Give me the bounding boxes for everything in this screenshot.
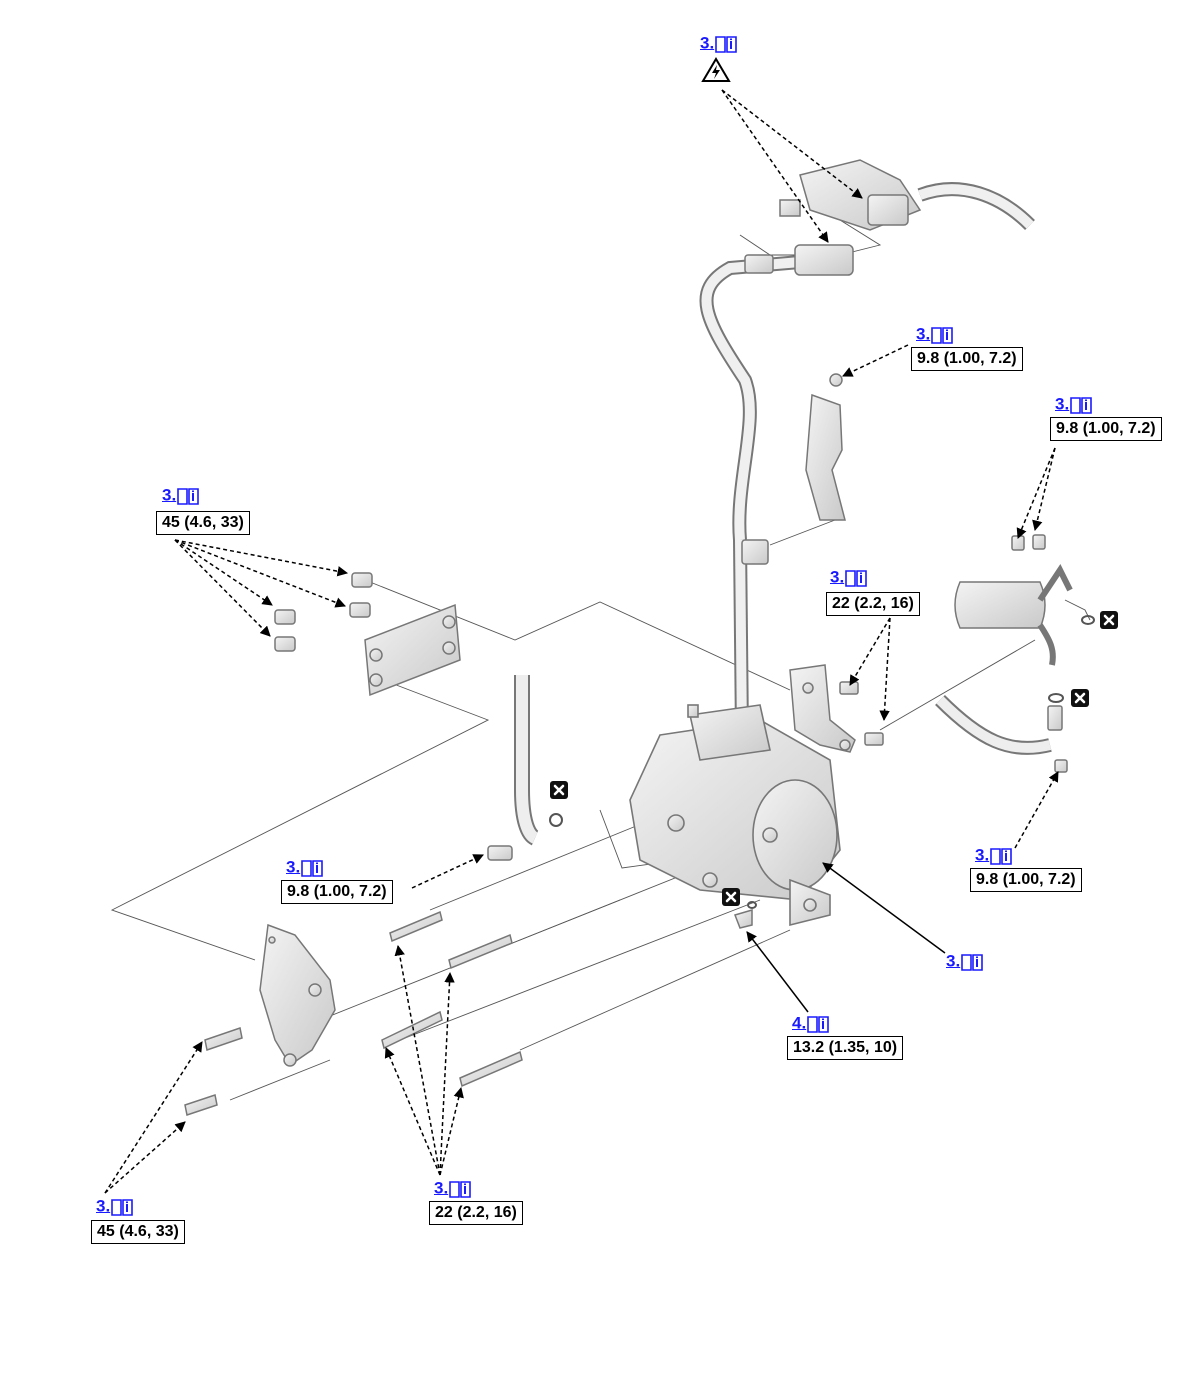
book-info-icon [845, 569, 867, 587]
hose-bolt-left-callout: 3. [286, 858, 323, 877]
compressor-bracket [789, 664, 856, 753]
hose-bolt-left-ref-link[interactable]: 3. [286, 858, 323, 877]
receiver-pipe-assembly [954, 534, 1073, 773]
mount-bolts-upper-left [274, 572, 373, 652]
long-bolts-bottom-ref-link[interactable]: 3. [434, 1179, 471, 1198]
warning-ref-link[interactable]: 3. [700, 34, 737, 53]
mount-bolts-lower-left-ref-number: 3. [96, 1196, 111, 1216]
mount-bolts-lower-left-callout: 3. [96, 1197, 133, 1216]
leader-lines [104, 89, 1059, 1194]
cable-bracket [805, 373, 846, 521]
bracket-bolts-mid-callout: 3. [830, 568, 867, 587]
cable-clamp [741, 539, 769, 565]
bracket-bolts-mid [839, 681, 884, 746]
book-info-icon [301, 859, 323, 877]
mount-bolts-lower-left [184, 1027, 243, 1116]
pipe-bolts-right-torque: 9.8 (1.00, 7.2) [1050, 417, 1162, 441]
mount-bolts-upper-left-torque: 45 (4.6, 33) [156, 511, 250, 535]
replace-part-icon [1100, 611, 1118, 629]
bracket-bolts-mid-ref-number: 3. [830, 567, 845, 587]
warning-callout: 3. [700, 34, 737, 53]
replace-part-icon [722, 888, 740, 906]
drain-plug [734, 908, 753, 929]
mount-bolts-upper-left-callout: 3. [162, 486, 199, 505]
discharge-hose [935, 695, 1052, 755]
mount-bolts-lower-left-ref-link[interactable]: 3. [96, 1197, 133, 1216]
long-bolts-bottom-ref-number: 3. [434, 1178, 449, 1198]
suction-hose [514, 675, 563, 846]
book-info-icon [990, 847, 1012, 865]
compressor-callout: 3. [946, 952, 983, 971]
nut-lower-right-torque: 9.8 (1.00, 7.2) [970, 868, 1082, 892]
hv-connector-upper [779, 159, 922, 231]
drain-plug-callout: 4. [792, 1014, 829, 1033]
hose-bolt-left-torque: 9.8 (1.00, 7.2) [281, 880, 393, 904]
hose-bolt [487, 845, 513, 861]
nut-lower-right-ref-link[interactable]: 3. [975, 846, 1012, 865]
drain-plug-ref-number: 4. [792, 1013, 807, 1033]
book-info-icon [177, 487, 199, 505]
drain-plug-ref-link[interactable]: 4. [792, 1014, 829, 1033]
warning-ref-number: 3. [700, 33, 715, 53]
bracket-bolts-mid-ref-link[interactable]: 3. [830, 568, 867, 587]
book-info-icon [961, 953, 983, 971]
nut-lower-right-ref-number: 3. [975, 845, 990, 865]
mount-bolts-upper-left-ref-number: 3. [162, 485, 177, 505]
replace-part-icon [550, 781, 568, 799]
bracket-bolts-mid-torque: 22 (2.2, 16) [826, 592, 920, 616]
mount-bolts-lower-left-torque: 45 (4.6, 33) [91, 1220, 185, 1244]
bracket-bolt-top-torque: 9.8 (1.00, 7.2) [911, 347, 1023, 371]
pipe-bolts-right-callout: 3. [1055, 395, 1092, 414]
compressor-ref-link[interactable]: 3. [946, 952, 983, 971]
high-voltage-warning-icon [701, 57, 731, 82]
book-info-icon [715, 35, 737, 53]
bracket-bolt-top-callout: 3. [916, 325, 953, 344]
book-info-icon [111, 1198, 133, 1216]
long-bolts-bottom-torque: 22 (2.2, 16) [429, 1201, 523, 1225]
drain-plug-torque: 13.2 (1.35, 10) [787, 1036, 904, 1060]
mounting-plate [364, 603, 461, 697]
solid-leader-lines [746, 862, 946, 1013]
book-info-icon [807, 1015, 829, 1033]
nut-lower-right-callout: 3. [975, 846, 1012, 865]
book-info-icon [449, 1180, 471, 1198]
bracket-bolt-top-ref-link[interactable]: 3. [916, 325, 953, 344]
pipe-bolts-right-ref-number: 3. [1055, 394, 1070, 414]
hose-bolt-left-ref-number: 3. [286, 857, 301, 877]
hv-connector-lower [744, 244, 854, 276]
long-bolts [381, 910, 523, 1088]
book-info-icon [931, 326, 953, 344]
pipe-bolts-right-ref-link[interactable]: 3. [1055, 395, 1092, 414]
compressor-ref-number: 3. [946, 951, 961, 971]
mount-bolts-upper-left-ref-link[interactable]: 3. [162, 486, 199, 505]
hv-cable [699, 182, 1035, 736]
compressor-body [629, 704, 841, 927]
bracket-bolt-top-ref-number: 3. [916, 324, 931, 344]
lower-mount-bracket [259, 923, 336, 1067]
o-rings [747, 615, 1095, 909]
long-bolts-bottom-callout: 3. [434, 1179, 471, 1198]
book-info-icon [1070, 396, 1092, 414]
replace-part-icon [1071, 689, 1089, 707]
